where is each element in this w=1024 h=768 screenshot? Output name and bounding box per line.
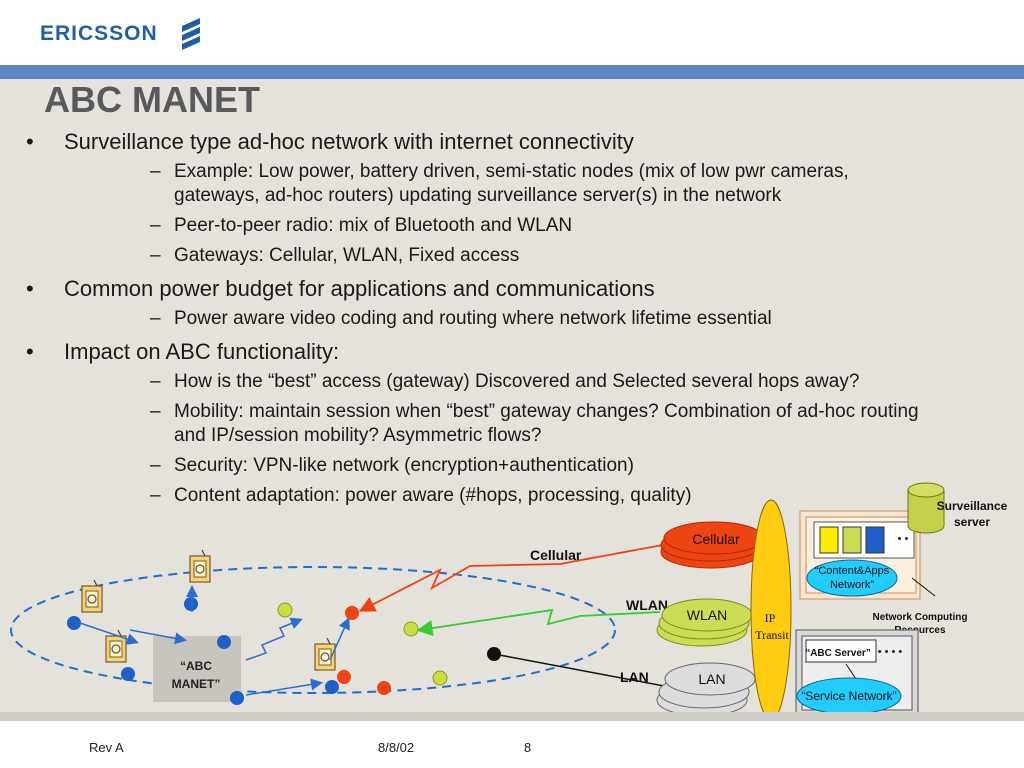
node-red: [377, 681, 391, 695]
lan-link-label: LAN: [620, 669, 649, 685]
manet-label-2: MANET”: [172, 677, 221, 691]
dash: –: [150, 485, 161, 506]
camera-icon: [189, 549, 211, 583]
cellular-stack: Cellular: [660, 521, 765, 569]
service-network-label: “Service Network”: [801, 689, 896, 703]
bullet-text: Surveillance type ad-hoc network with in…: [64, 129, 634, 154]
database-icon: [907, 482, 945, 534]
node-green: [277, 602, 293, 618]
dash: –: [150, 371, 161, 392]
sub-bullet-text: How is the “best” access (gateway) Disco…: [174, 371, 860, 392]
wlan-stack: WLAN: [656, 598, 753, 647]
slide-title: ABC MANET: [44, 79, 260, 120]
bullet-list: • Surveillance type ad-hoc network with …: [0, 128, 1024, 515]
content-apps-network: [806, 559, 898, 597]
node-blue: [230, 691, 244, 705]
node-blue: [325, 680, 339, 694]
bullet-3: • Impact on ABC functionality: –How is t…: [0, 338, 1024, 508]
dash: –: [150, 401, 161, 422]
dash: –: [150, 215, 161, 236]
sub-bullet-text: Power aware video coding and routing whe…: [174, 308, 772, 329]
sub-bullet-list: –Example: Low power, battery driven, sem…: [64, 160, 1024, 268]
node-red: [345, 606, 359, 620]
content-apps-label-2: Network”: [830, 579, 874, 591]
dash: –: [150, 245, 161, 266]
surveillance-label-2: server: [954, 515, 990, 529]
bullet-1: • Surveillance type ad-hoc network with …: [0, 128, 1024, 268]
ip-transit: [750, 499, 792, 720]
ip-transit-label-1: IP: [765, 611, 776, 625]
footer-revision: Rev A: [89, 740, 124, 755]
node-green: [432, 670, 448, 686]
wlan-link-label: WLAN: [626, 597, 668, 613]
sub-bullet-text: Content adaptation: power aware (#hops, …: [174, 485, 692, 506]
sub-bullet-text: Mobility: maintain session when “best” g…: [174, 401, 919, 446]
sub-bullet: –Content adaptation: power aware (#hops,…: [64, 484, 1024, 508]
sub-bullet-text: Peer-to-peer radio: mix of Bluetooth and…: [174, 215, 573, 236]
ericsson-logo-text: ERICSSON: [40, 22, 158, 45]
bullet-text: Common power budget for applications and…: [64, 276, 655, 301]
network-diagram: “ABC MANET” Cellular WLAN LAN Cellular: [10, 482, 1008, 720]
wlan-stack-label: WLAN: [687, 607, 727, 623]
footer-band: [0, 712, 1024, 721]
ericsson-logo-icon: [182, 18, 200, 50]
ncr-label-1: Network Computing: [873, 612, 968, 623]
node-red: [337, 670, 351, 684]
abc-server-label: “ABC Server”: [805, 648, 871, 659]
lan-stack-label: LAN: [698, 671, 725, 687]
dash: –: [150, 161, 161, 182]
sub-bullet: –Security: VPN-like network (encryption+…: [64, 454, 1024, 478]
dash: –: [150, 455, 161, 476]
content-apps-label-1: “Content&Apps: [815, 565, 890, 577]
bullet-dot: •: [26, 129, 34, 154]
ip-transit-label-2: Transit: [755, 628, 789, 642]
sub-bullet: –Mobility: maintain session when “best” …: [64, 400, 1024, 448]
cellular-link-label: Cellular: [530, 547, 582, 563]
sub-bullet: –How is the “best” access (gateway) Disc…: [64, 370, 1024, 394]
sub-bullet-text: Gateways: Cellular, WLAN, Fixed access: [174, 245, 520, 266]
surveillance-label-1: Surveillance: [937, 499, 1008, 513]
sub-bullet-text: Example: Low power, battery driven, semi…: [174, 161, 849, 206]
node-blue: [121, 667, 135, 681]
dash: –: [150, 308, 161, 329]
node-blue: [67, 616, 81, 630]
manet-label-1: “ABC: [180, 659, 212, 673]
sub-bullet: –Gateways: Cellular, WLAN, Fixed access: [64, 244, 1024, 268]
bullet-text: Impact on ABC functionality:: [64, 339, 340, 364]
footer-area: [0, 721, 1024, 768]
bullet-2: • Common power budget for applications a…: [0, 275, 1024, 331]
header-bar: ERICSSON: [0, 0, 1024, 66]
footer-date: 8/8/02: [378, 740, 415, 755]
footer-page-number: 8: [524, 740, 532, 755]
sub-bullet: –Power aware video coding and routing wh…: [64, 307, 1024, 331]
node-blue: [184, 597, 198, 611]
cellular-stack-label: Cellular: [692, 531, 740, 547]
sub-bullet: –Peer-to-peer radio: mix of Bluetooth an…: [64, 214, 1024, 238]
sub-bullet-text: Security: VPN-like network (encryption+a…: [174, 455, 634, 476]
content-box-dots: • •: [898, 533, 909, 545]
node-blue: [217, 635, 231, 649]
manet-boundary: [10, 566, 616, 694]
sub-bullet-list: –How is the “best” access (gateway) Disc…: [64, 370, 1024, 508]
sub-bullet-list: –Power aware video coding and routing wh…: [64, 307, 1024, 331]
header-stripe: [0, 65, 1024, 79]
bullet-dot: •: [26, 339, 34, 364]
node-green: [403, 621, 419, 637]
service-box-dots: • • • •: [878, 646, 903, 658]
sub-bullet: –Example: Low power, battery driven, sem…: [64, 160, 1024, 208]
lan-stack: LAN: [656, 662, 756, 717]
ncr-label-2: Resources: [894, 625, 946, 636]
bullet-dot: •: [26, 276, 34, 301]
